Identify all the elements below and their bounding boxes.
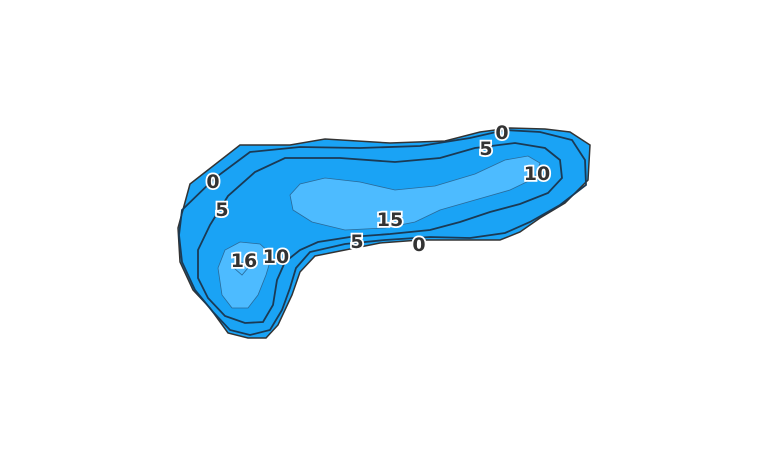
contour-label: 5 [350,231,363,253]
contour-label: 15 [377,209,403,231]
contour-16-inner [233,261,249,276]
contour-0-line [178,129,587,336]
contour-label: 0 [412,234,425,256]
contour-label: 0 [206,171,219,193]
contour-label: 0 [495,122,508,144]
contour-label: 10 [524,163,550,185]
contour-label: 10 [263,246,289,268]
contour-label: 5 [215,199,228,221]
contour-16-area [217,241,273,309]
contour-15-area [289,155,541,231]
contour-labels: 0 5 16 10 15 5 0 0 5 10 [205,120,552,274]
contour-label: 5 [479,138,492,160]
contour-label: 16 [231,250,257,272]
